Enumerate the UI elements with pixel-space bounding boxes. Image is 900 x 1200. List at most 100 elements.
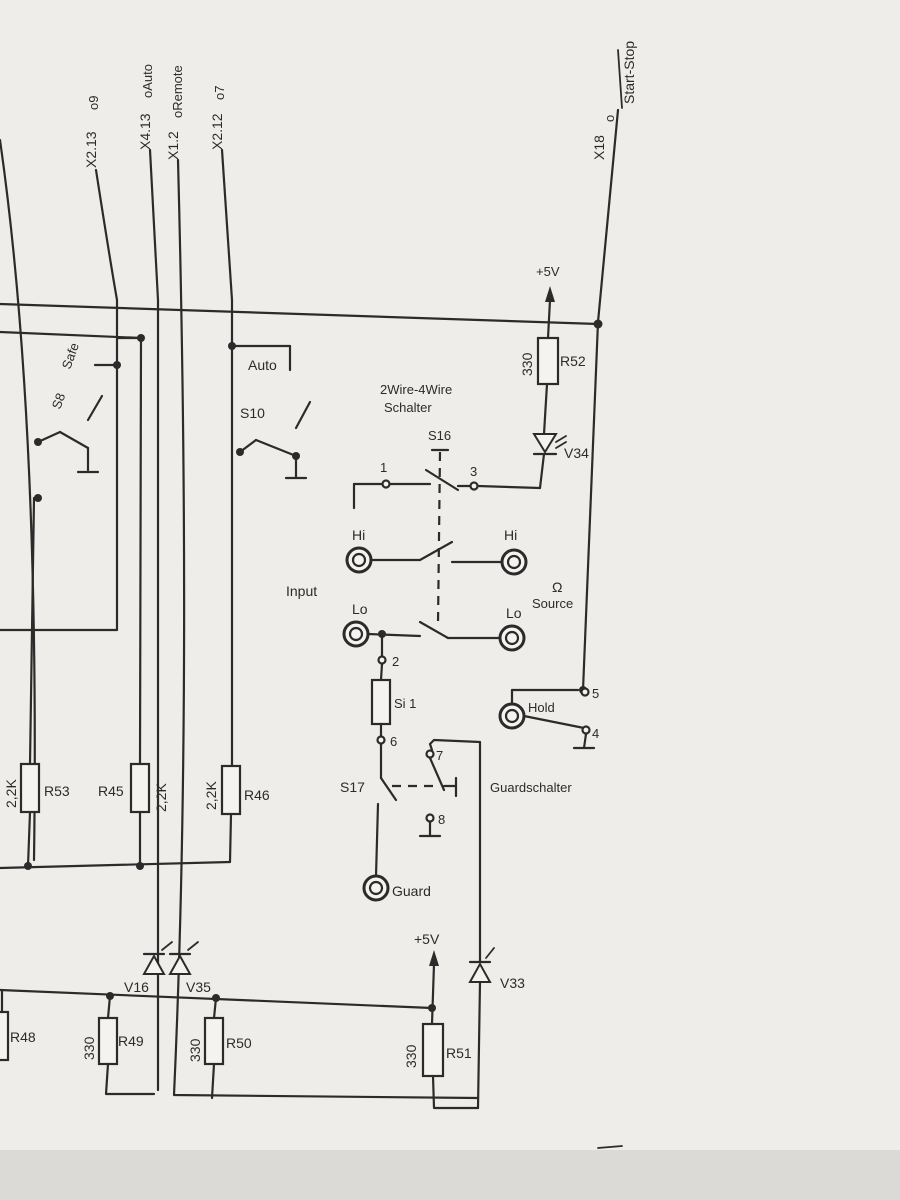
- connector-x12-label: X1.2: [165, 131, 181, 160]
- r49-value: 330: [81, 1036, 97, 1060]
- s10-label: S10: [240, 405, 265, 421]
- v35-light-ray: [187, 941, 199, 951]
- guard-switch-blade: [428, 756, 446, 792]
- r45-name: R45: [98, 783, 124, 799]
- r51-value: 330: [403, 1044, 419, 1068]
- v35-label: V35: [186, 979, 211, 995]
- fuse-upper-lead: [379, 662, 384, 682]
- terminal-4-label: 4: [592, 726, 599, 741]
- connector-x12-pin: oRemote: [170, 65, 185, 118]
- jack-hi-left: [345, 546, 373, 574]
- r50-value: 330: [187, 1038, 203, 1062]
- lead-left-curve: [0, 138, 36, 862]
- connector-x212-label: X2.12: [209, 113, 225, 150]
- r45-value: 2,2K: [153, 783, 169, 812]
- r50-resistor: [203, 1016, 225, 1066]
- auto-switch-handle: [294, 400, 312, 430]
- auto-switch-blade: [254, 438, 298, 458]
- r49-resistor: [97, 1016, 119, 1066]
- lo-left-label: Lo: [352, 601, 368, 617]
- r50-name: R50: [226, 1035, 252, 1051]
- terminal-1: [381, 479, 391, 489]
- connector-start-stop-label: Start-Stop: [621, 41, 637, 104]
- junction-auto-left: [236, 448, 244, 456]
- v16-led: [142, 953, 166, 975]
- r49-upper-lead: [106, 994, 112, 1020]
- junction-lo: [378, 630, 386, 638]
- r48-name: R48: [10, 1029, 36, 1045]
- auto-label: Auto: [248, 357, 277, 373]
- v34-light-ray-2: [555, 441, 567, 449]
- lead-x213: [0, 168, 119, 632]
- terminal-1-label: 1: [380, 460, 387, 475]
- terminal-7-label: 7: [436, 748, 443, 763]
- v33-label: V33: [500, 975, 525, 991]
- hold-label: Hold: [528, 700, 555, 715]
- jack-hi-left-inner: [351, 552, 367, 568]
- jack-hi-right-inner: [506, 554, 522, 570]
- lead-x12: [172, 158, 480, 1100]
- safe-switch-handle: [86, 394, 104, 422]
- v16-light-ray: [161, 941, 173, 951]
- terminal-7: [425, 749, 435, 759]
- r50-lower-lead: [210, 1062, 216, 1100]
- supply-bottom-label: +5V: [414, 931, 440, 947]
- v34-label: V34: [564, 445, 589, 461]
- r52-name: R52: [560, 353, 586, 369]
- r45-upper-lead: [138, 336, 143, 766]
- s16-right-lead: [476, 484, 542, 490]
- v33-lower-lead: [476, 980, 482, 1110]
- terminal-2: [377, 655, 387, 665]
- v35-led: [168, 953, 192, 975]
- jack-guard-inner: [368, 880, 384, 896]
- connector-x18-pin: o: [602, 115, 617, 122]
- jack-hold-inner: [504, 708, 520, 724]
- s17-lower-lead: [374, 802, 380, 878]
- s8-label: S8: [49, 391, 69, 411]
- guard-loop-wire: [428, 738, 482, 964]
- junction-auto: [228, 342, 236, 350]
- v34-light-ray-1: [555, 435, 567, 443]
- lo-right-label: Lo: [506, 605, 522, 621]
- r53-value: 2,2K: [3, 779, 19, 808]
- connector-x413-pin: oAuto: [140, 64, 155, 98]
- r51-name: R51: [446, 1045, 472, 1061]
- s16-blade-top: [424, 468, 460, 492]
- r53-resistor: [19, 762, 41, 814]
- jack-guard: [362, 874, 390, 902]
- r49-loop: [104, 1062, 156, 1096]
- start-stop-overline: [617, 49, 623, 109]
- r46-resistor: [220, 764, 242, 816]
- v16-label: V16: [124, 979, 149, 995]
- r51-loop: [431, 1074, 480, 1110]
- safe-switch-lead: [36, 430, 62, 444]
- fuse-label: Si 1: [394, 696, 416, 711]
- connector-x213-pin: o9: [86, 96, 101, 110]
- crop-mark: [597, 1145, 623, 1149]
- lo-switch-blade: [418, 620, 450, 640]
- jack-lo-right: [498, 624, 526, 652]
- junction-safe-left-2: [34, 494, 42, 502]
- jack-lo-right-inner: [504, 630, 520, 646]
- r48-resistor: [0, 1010, 10, 1062]
- supply-bottom-lead: [430, 962, 436, 1026]
- bus-junction-right: [593, 319, 603, 329]
- supply-top-arrow: [545, 286, 555, 302]
- lower-bus: [0, 860, 232, 870]
- junction-safe-left: [34, 438, 42, 446]
- junction-safe: [113, 361, 121, 369]
- terminal-3: [469, 481, 479, 491]
- hold-right-wire: [522, 714, 586, 730]
- r52-resistor: [536, 336, 560, 386]
- hi-right-label: Hi: [504, 527, 517, 543]
- terminal-4: [581, 725, 591, 735]
- terminal-8: [425, 813, 435, 823]
- connector-x212-pin: o7: [212, 86, 227, 100]
- hi-left-label: Hi: [352, 527, 365, 543]
- v34-lead: [538, 452, 546, 490]
- r52-lower-lead: [542, 382, 549, 436]
- main-bus: [0, 302, 600, 326]
- v34-led: [532, 433, 558, 454]
